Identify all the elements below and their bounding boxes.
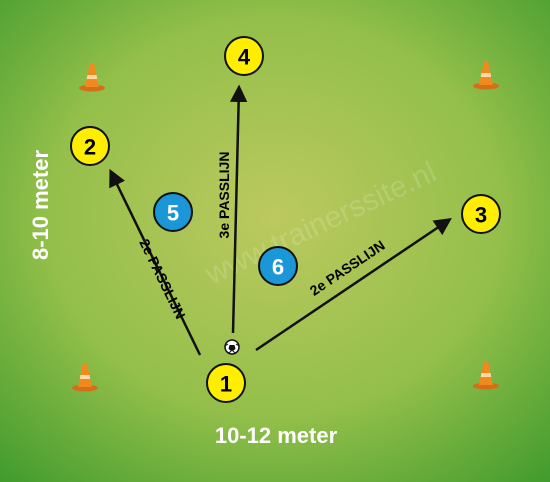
soccer-ball-icon xyxy=(224,339,240,355)
depth-dimension-label: 8-10 meter xyxy=(28,150,53,261)
player-4: 4 xyxy=(224,36,264,76)
player-number: 3 xyxy=(475,203,487,228)
cone-icon xyxy=(473,361,499,390)
pass-label: 3e PASSLIJN xyxy=(216,152,232,239)
player-number: 1 xyxy=(220,372,232,397)
player-1: 1 xyxy=(206,363,246,403)
player-number: 6 xyxy=(272,255,284,280)
pass-arrow-1-to-2 xyxy=(109,168,202,356)
player-2: 2 xyxy=(70,126,110,166)
cone-icon xyxy=(473,61,499,90)
cone-icon xyxy=(79,63,105,92)
player-number: 2 xyxy=(84,135,96,160)
player-5: 5 xyxy=(153,192,193,232)
width-dimension-label: 10-12 meter xyxy=(215,423,338,448)
player-number: 5 xyxy=(167,201,179,226)
player-number: 4 xyxy=(238,45,251,70)
pass-arrow-1-to-3 xyxy=(255,218,452,352)
cone-icon xyxy=(72,363,98,392)
player-3: 3 xyxy=(461,194,501,234)
player-6: 6 xyxy=(258,246,298,286)
pass-arrow-1-to-4 xyxy=(229,84,248,334)
